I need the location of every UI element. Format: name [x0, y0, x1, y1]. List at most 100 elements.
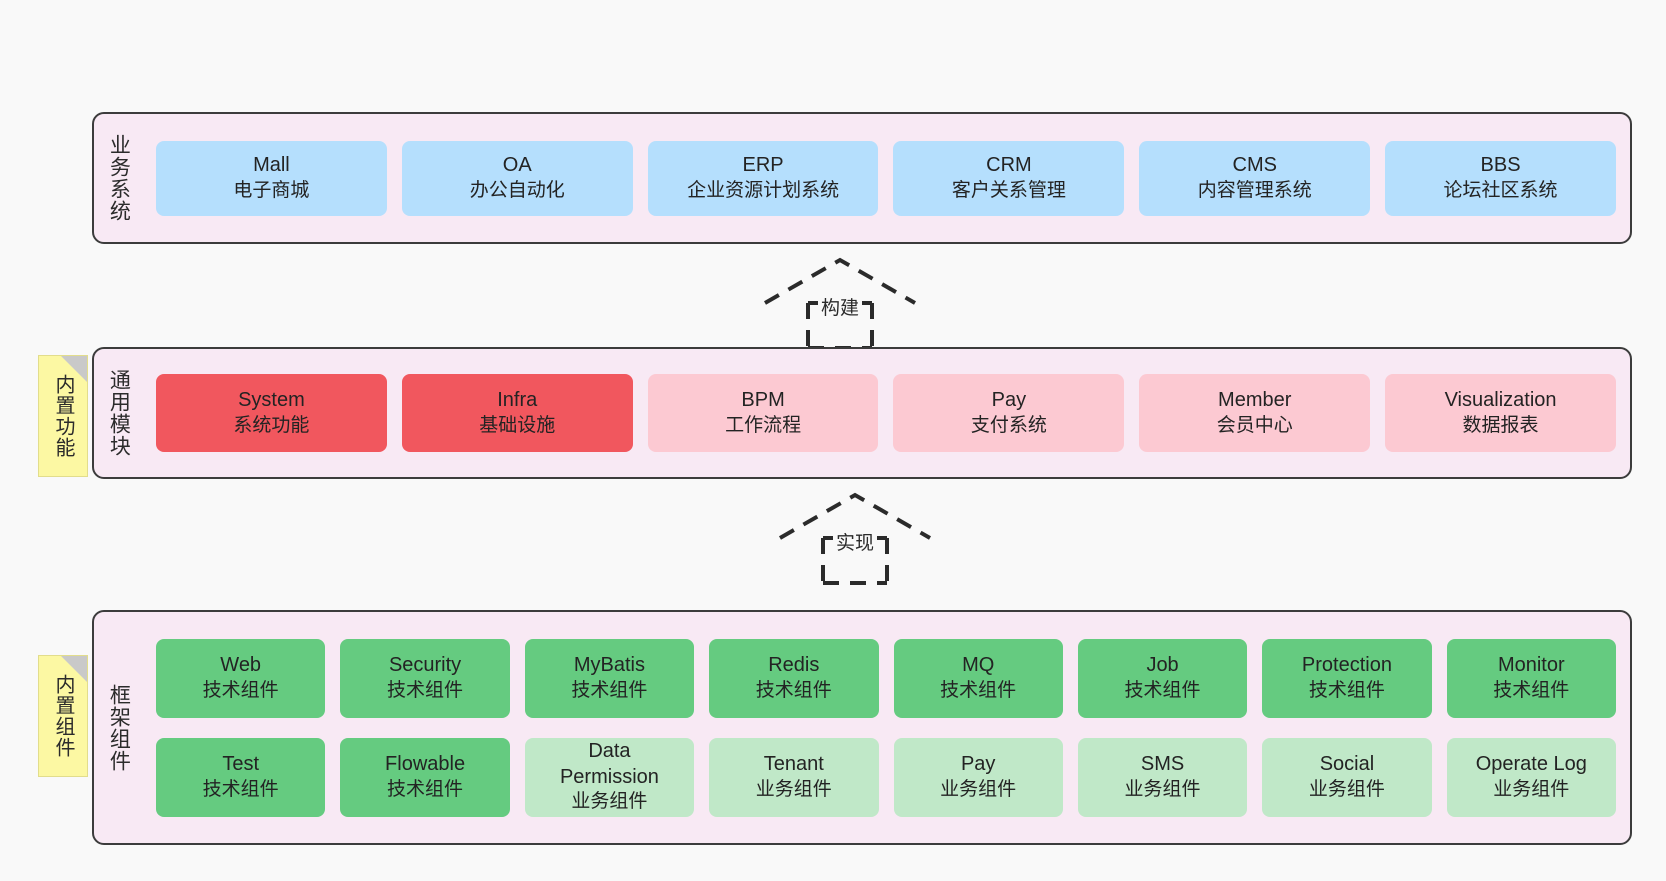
module-card-oa[interactable]: OA 办公自动化: [401, 140, 633, 216]
module-card-member[interactable]: Member 会员中心: [1139, 374, 1371, 452]
component-card-sms[interactable]: SMS 业务组件: [1077, 737, 1248, 817]
module-title: Visualization: [1444, 389, 1557, 412]
layer-label-common-modules: 通用模块: [107, 369, 131, 457]
component-card-redis[interactable]: Redis 技术组件: [709, 638, 879, 718]
component-card-data-permission[interactable]: Data Permission 业务组件: [524, 737, 695, 817]
row: Test 技术组件 Flowable 技术组件 Data Permission …: [156, 737, 1616, 817]
component-subtitle: 技术组件: [940, 679, 1017, 701]
module-card-cms[interactable]: CMS 内容管理系统: [1139, 140, 1371, 216]
component-title: Tenant: [763, 753, 824, 776]
component-card-mybatis[interactable]: MyBatis 技术组件: [524, 638, 695, 718]
component-subtitle: 技术组件: [202, 778, 279, 800]
module-card-erp[interactable]: ERP 企业资源计划系统: [647, 140, 879, 216]
layer-common-modules: 通用模块 System 系统功能 Infra 基础设施 BPM 工作流程 Pay…: [92, 347, 1632, 479]
component-subtitle: 业务组件: [1493, 778, 1570, 800]
component-subtitle: 技术组件: [1124, 679, 1201, 701]
component-subtitle: 业务组件: [1308, 778, 1385, 800]
connector-label-build: 构建: [817, 293, 863, 320]
module-card-crm[interactable]: CRM 客户关系管理: [893, 140, 1125, 216]
module-card-system[interactable]: System 系统功能: [156, 374, 387, 452]
module-title: CMS: [1232, 154, 1277, 177]
module-title: Infra: [497, 389, 538, 412]
sticky-note-builtin-features: 内置功能: [38, 355, 88, 477]
module-subtitle: 内容管理系统: [1197, 179, 1312, 201]
component-title: Job: [1146, 654, 1179, 677]
module-subtitle: 会员中心: [1216, 414, 1293, 436]
layer-business-systems: 业务系统 Mall 电子商城 OA 办公自动化 ERP 企业资源计划系统 CRM…: [92, 112, 1632, 244]
module-title: OA: [502, 154, 532, 177]
module-card-infra[interactable]: Infra 基础设施: [401, 374, 633, 452]
component-card-mq[interactable]: MQ 技术组件: [893, 638, 1063, 718]
component-subtitle: 技术组件: [1493, 679, 1570, 701]
sticky-note-label: 内置功能: [52, 374, 74, 458]
component-card-tenant[interactable]: Tenant 业务组件: [709, 737, 879, 817]
module-title: CRM: [986, 154, 1032, 177]
component-subtitle: 技术组件: [387, 679, 464, 701]
module-title: BBS: [1480, 154, 1521, 177]
connector-label-implement: 实现: [832, 528, 878, 555]
module-card-visualization[interactable]: Visualization 数据报表: [1385, 374, 1616, 452]
component-subtitle: 技术组件: [755, 679, 832, 701]
sticky-note-label: 内置组件: [52, 674, 74, 758]
layer-body-framework-components: Web 技术组件 Security 技术组件 MyBatis 技术组件 Redi…: [142, 612, 1630, 843]
component-title: Data Permission: [559, 740, 659, 788]
component-subtitle: 业务组件: [755, 778, 832, 800]
row: System 系统功能 Infra 基础设施 BPM 工作流程 Pay 支付系统…: [156, 374, 1616, 452]
component-title: Flowable: [385, 753, 466, 776]
component-title: Test: [222, 753, 260, 776]
module-card-pay[interactable]: Pay 支付系统: [893, 374, 1125, 452]
component-card-web[interactable]: Web 技术组件: [156, 638, 326, 718]
module-subtitle: 客户关系管理: [951, 179, 1066, 201]
component-title: Protection: [1301, 654, 1392, 677]
module-card-bbs[interactable]: BBS 论坛社区系统: [1385, 140, 1616, 216]
component-title: Social: [1319, 753, 1375, 776]
module-subtitle: 支付系统: [970, 414, 1047, 436]
component-card-pay[interactable]: Pay 业务组件: [893, 737, 1063, 817]
module-card-bpm[interactable]: BPM 工作流程: [647, 374, 879, 452]
row: Web 技术组件 Security 技术组件 MyBatis 技术组件 Redi…: [156, 638, 1616, 718]
component-subtitle: 技术组件: [1308, 679, 1385, 701]
component-title: Redis: [768, 654, 820, 677]
component-card-job[interactable]: Job 技术组件: [1077, 638, 1248, 718]
component-card-test[interactable]: Test 技术组件: [156, 737, 326, 817]
component-card-security[interactable]: Security 技术组件: [340, 638, 510, 718]
component-title: MQ: [962, 654, 995, 677]
component-card-social[interactable]: Social 业务组件: [1262, 737, 1432, 817]
component-title: SMS: [1140, 753, 1185, 776]
module-title: Mall: [253, 154, 290, 177]
component-subtitle: 业务组件: [571, 791, 648, 813]
layer-label-business-systems: 业务系统: [107, 134, 131, 222]
connector-implement: 实现: [775, 490, 935, 585]
component-subtitle: 技术组件: [571, 679, 648, 701]
row: Mall 电子商城 OA 办公自动化 ERP 企业资源计划系统 CRM 客户关系…: [156, 140, 1616, 216]
module-title: System: [238, 389, 305, 412]
folded-corner-icon: [61, 356, 87, 382]
component-subtitle: 业务组件: [1124, 778, 1201, 800]
component-card-flowable[interactable]: Flowable 技术组件: [340, 737, 510, 817]
component-card-protection[interactable]: Protection 技术组件: [1262, 638, 1432, 718]
component-title: Operate Log: [1475, 753, 1587, 776]
module-subtitle: 办公自动化: [469, 179, 565, 201]
module-title: Pay: [991, 389, 1027, 412]
component-card-operate-log[interactable]: Operate Log 业务组件: [1446, 737, 1616, 817]
component-title: MyBatis: [573, 654, 645, 677]
component-title: Web: [220, 654, 262, 677]
module-title: ERP: [742, 154, 784, 177]
module-subtitle: 基础设施: [479, 414, 556, 436]
layer-label-framework-components: 框架组件: [107, 683, 131, 772]
module-subtitle: 数据报表: [1462, 414, 1539, 436]
layer-body-business-systems: Mall 电子商城 OA 办公自动化 ERP 企业资源计划系统 CRM 客户关系…: [142, 114, 1630, 242]
component-card-monitor[interactable]: Monitor 技术组件: [1446, 638, 1616, 718]
component-subtitle: 业务组件: [940, 778, 1017, 800]
layer-framework-components: 框架组件 Web 技术组件 Security 技术组件 MyBatis 技术组件…: [92, 610, 1632, 845]
component-title: Monitor: [1497, 654, 1565, 677]
module-subtitle: 企业资源计划系统: [687, 179, 840, 201]
module-title: Member: [1218, 389, 1292, 412]
component-subtitle: 技术组件: [387, 778, 464, 800]
component-subtitle: 技术组件: [202, 679, 279, 701]
module-subtitle: 电子商城: [233, 179, 310, 201]
module-card-mall[interactable]: Mall 电子商城: [156, 140, 387, 216]
sticky-note-builtin-components: 内置组件: [38, 655, 88, 777]
folded-corner-icon: [61, 656, 87, 682]
